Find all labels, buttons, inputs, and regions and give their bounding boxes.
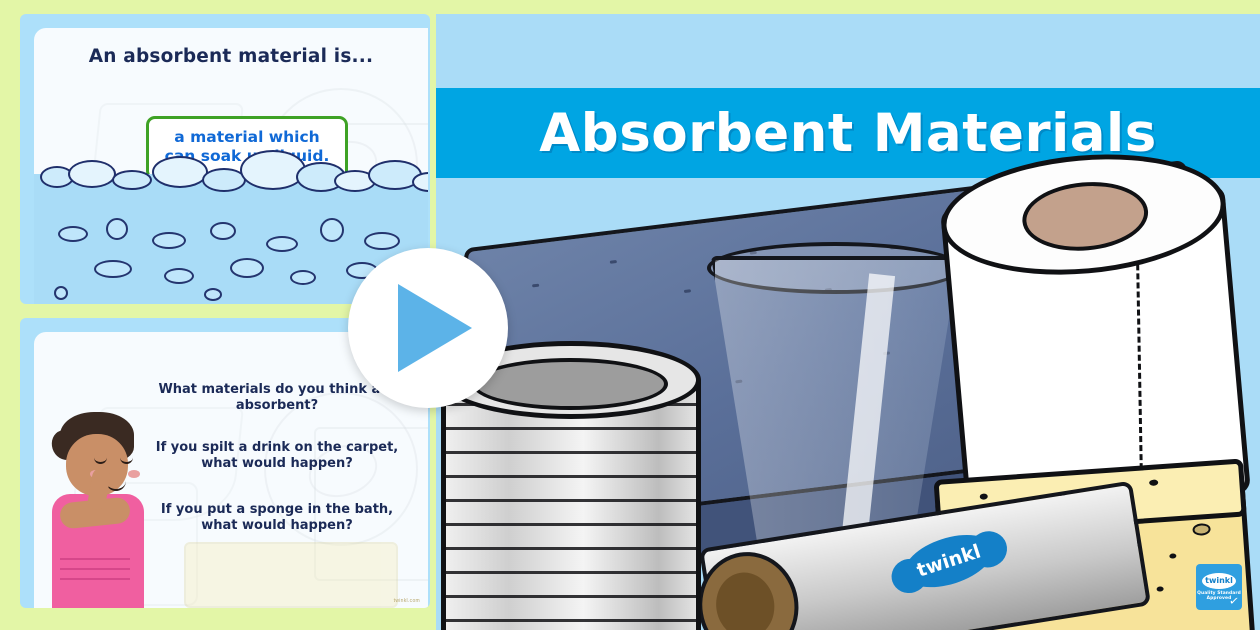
page-title: Absorbent Materials: [539, 102, 1157, 164]
play-triangle-icon: [398, 284, 472, 372]
thinking-boy-illustration: [46, 408, 151, 608]
slide2-q3-line-1: If you put a sponge in the bath,: [160, 502, 394, 517]
twinkl-wordmark: twinkl: [914, 540, 984, 582]
can-inner-rim: [472, 358, 668, 410]
slide1-answer-line-1: a material which: [174, 128, 320, 146]
water-illustration: [34, 150, 428, 304]
badge-line-1: Quality Standard: [1197, 590, 1241, 596]
tube-open-end: [690, 544, 807, 630]
ghost-sponge-illustration: [184, 542, 398, 608]
roll-core-hole: [1019, 177, 1151, 256]
slide2-q1-line-1: What materials do you think are: [158, 382, 396, 397]
ghost-roll-body-illustration: [314, 427, 428, 581]
slide2-q2-line-1: If you spilt a drink on the carpet,: [155, 440, 399, 455]
thumbnail-slide-definition[interactable]: An absorbent material is... a material w…: [20, 14, 430, 304]
slide2-watermark: twinkl.com: [393, 598, 420, 604]
slide2-q3-line-2: what would happen?: [201, 517, 353, 533]
slide2-q2-line-2: what would happen?: [201, 455, 353, 471]
metal-can-illustration: [441, 341, 701, 630]
slide-canvas: An absorbent material is... a material w…: [34, 28, 428, 304]
badge-twinkl-logo: twinkl: [1202, 572, 1236, 589]
slide2-question-2: If you spilt a drink on the carpet, what…: [142, 440, 412, 472]
title-banner: Absorbent Materials: [436, 88, 1260, 178]
slide1-heading: An absorbent material is...: [88, 46, 374, 67]
slide-canvas: What materials do you think are absorben…: [34, 332, 428, 608]
badge-check-icon: ✓: [1228, 593, 1240, 609]
slide2-question-1: What materials do you think are absorben…: [142, 382, 412, 414]
illustration-scene: twinkl twinkl Quality Stan: [436, 143, 1260, 630]
badge-line-2: Approved: [1206, 596, 1232, 601]
play-button[interactable]: [348, 248, 508, 408]
quality-standard-badge: twinkl Quality Standard Approved ✓: [1196, 564, 1242, 610]
slide2-question-3: If you put a sponge in the bath, what wo…: [142, 502, 412, 534]
slide2-q1-line-2: absorbent?: [235, 397, 319, 413]
main-preview-panel[interactable]: Absorbent Materials: [436, 14, 1260, 630]
foam-layer: [34, 150, 428, 212]
twinkl-watermark-logo: twinkl: [897, 524, 1000, 598]
ghost-toilet-roll-illustration: [264, 392, 418, 546]
